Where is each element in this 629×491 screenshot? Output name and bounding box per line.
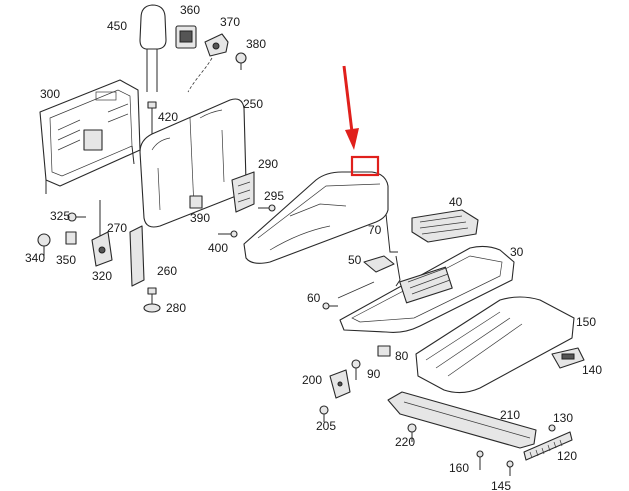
label-140: 140 <box>582 363 602 377</box>
label-30: 30 <box>510 245 524 259</box>
part-400-screw <box>218 230 238 238</box>
part-220-bolt <box>407 423 417 442</box>
label-390: 390 <box>190 211 210 225</box>
part-205-screw <box>319 405 329 422</box>
part-325-screw <box>67 212 86 222</box>
part-150-panel <box>415 296 575 394</box>
label-270: 270 <box>107 221 127 235</box>
label-160: 160 <box>449 461 469 475</box>
label-80: 80 <box>395 349 409 363</box>
label-150: 150 <box>576 315 596 329</box>
part-30-seat-frame <box>339 245 515 333</box>
part-70-rod <box>385 213 398 253</box>
label-295: 295 <box>264 189 284 203</box>
label-90: 90 <box>367 367 381 381</box>
label-260: 260 <box>157 264 177 278</box>
label-200: 200 <box>302 373 322 387</box>
part-360-clip <box>175 25 197 49</box>
label-60: 60 <box>307 291 321 305</box>
label-420: 420 <box>158 110 178 124</box>
part-210-rail <box>387 391 537 449</box>
label-360: 360 <box>180 3 200 17</box>
label-130: 130 <box>553 411 573 425</box>
part-140-latch <box>551 347 585 369</box>
part-390-clip <box>189 195 203 209</box>
part-80-clip <box>377 345 391 357</box>
label-50: 50 <box>348 253 362 267</box>
part-10-seat-cushion[interactable] <box>243 171 389 264</box>
label-205: 205 <box>316 419 336 433</box>
part-280-bolt <box>143 287 161 313</box>
part-370-latch <box>187 33 229 93</box>
label-210: 210 <box>500 408 520 422</box>
label-40: 40 <box>449 195 463 209</box>
label-300: 300 <box>40 87 60 101</box>
part-200-bracket <box>329 369 351 399</box>
part-295-screw <box>258 204 276 212</box>
label-350: 350 <box>56 253 76 267</box>
label-370: 370 <box>220 15 240 29</box>
label-10: 10 <box>358 159 372 173</box>
part-260-trim <box>129 225 145 287</box>
part-300-backrest-frame <box>39 79 141 194</box>
label-250: 250 <box>243 97 263 111</box>
part-90-screw <box>351 359 361 380</box>
part-120-strip <box>523 431 573 461</box>
label-450: 450 <box>107 19 127 33</box>
part-50-bracket <box>363 255 401 287</box>
part-290-bracket <box>231 171 255 213</box>
label-280: 280 <box>166 301 186 315</box>
label-400: 400 <box>208 241 228 255</box>
highlight-arrow <box>342 65 359 150</box>
part-labels: 450 360 370 380 300 420 250 290 295 390 … <box>25 3 602 491</box>
label-380: 380 <box>246 37 266 51</box>
part-145-screw <box>506 460 514 476</box>
part-270-hinge-rod <box>91 200 113 267</box>
part-340-bolt <box>37 233 51 256</box>
label-325: 325 <box>50 209 70 223</box>
label-145: 145 <box>491 479 511 491</box>
label-70: 70 <box>368 223 382 237</box>
part-160-bolt <box>476 450 484 470</box>
part-450-headrest <box>139 4 167 92</box>
part-60-screw <box>322 281 375 310</box>
label-120: 120 <box>557 449 577 463</box>
highlight-label-10[interactable]: 10 <box>350 155 380 177</box>
label-340: 340 <box>25 251 45 265</box>
label-220: 220 <box>395 435 415 449</box>
part-40-module <box>411 209 479 243</box>
part-380-screw <box>235 52 247 70</box>
label-290: 290 <box>258 157 278 171</box>
part-350-clip <box>65 231 77 245</box>
label-320: 320 <box>92 269 112 283</box>
part-130-screw <box>548 424 556 432</box>
